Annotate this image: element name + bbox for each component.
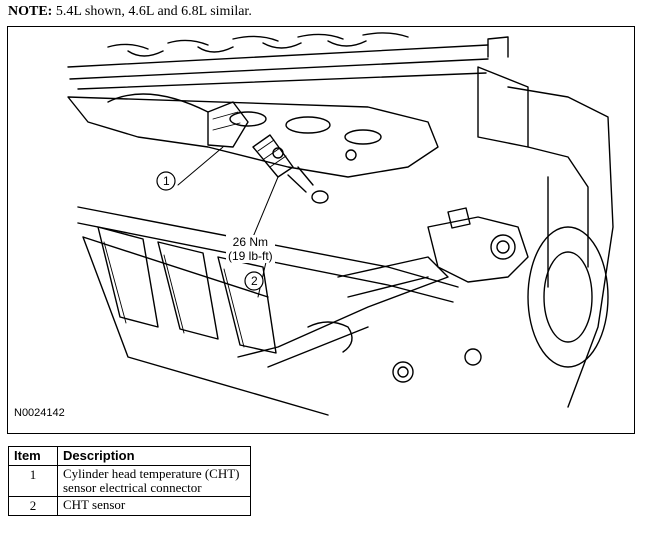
callout-1-label: 1 [163,174,170,188]
table-row: 2 CHT sensor [8,496,251,516]
torque-spec: 26 Nm (19 lb-ft) [226,235,275,263]
figure-id: N0024142 [14,407,65,419]
table-header-row: Item Description [8,446,251,466]
torque-lbft: (19 lb-ft) [228,249,273,263]
callout-2-circle [244,271,264,291]
column-header-description: Description [57,446,251,466]
column-header-item: Item [8,446,58,466]
callout-markers [156,171,264,291]
item-description-table: Item Description 1 Cylinder head tempera… [8,446,251,516]
item-number: 1 [8,465,58,497]
note: NOTE: 5.4L shown, 4.6L and 6.8L similar. [8,4,252,20]
torque-nm: 26 Nm [232,235,269,249]
callout-1-circle [156,171,176,191]
note-text: 5.4L shown, 4.6L and 6.8L similar. [52,4,252,19]
item-number: 2 [8,496,58,516]
engine-illustration: 1 2 26 Nm (19 lb-ft) N0024142 [7,26,635,434]
engine-line-drawing [67,32,614,416]
item-description: CHT sensor [57,496,251,516]
table-row: 1 Cylinder head temperature (CHT) sensor… [8,465,251,497]
item-description: Cylinder head temperature (CHT) sensor e… [57,465,251,497]
note-prefix: NOTE: [8,4,53,19]
callout-2-label: 2 [251,274,258,288]
